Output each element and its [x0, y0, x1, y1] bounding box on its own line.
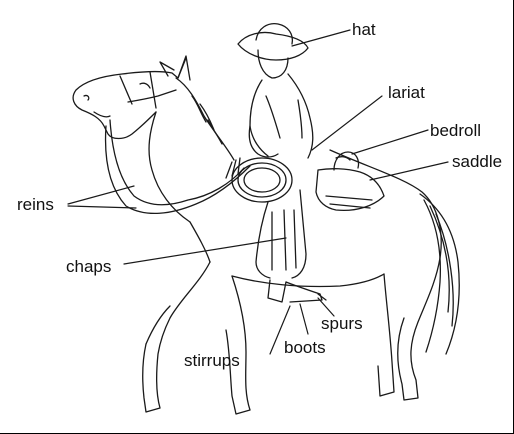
- label-spurs: spurs: [321, 315, 363, 332]
- horse: [73, 56, 459, 414]
- label-reins: reins: [17, 196, 54, 213]
- cowboy: [226, 24, 326, 302]
- label-bedroll: bedroll: [430, 122, 481, 139]
- label-boots: boots: [284, 339, 326, 356]
- label-lariat: lariat: [388, 84, 425, 101]
- label-saddle: saddle: [452, 153, 502, 170]
- label-hat: hat: [352, 21, 376, 38]
- label-chaps: chaps: [66, 258, 111, 275]
- saddle-gear: [316, 152, 384, 210]
- bridle: [106, 72, 250, 213]
- label-stirrups: stirrups: [184, 352, 240, 369]
